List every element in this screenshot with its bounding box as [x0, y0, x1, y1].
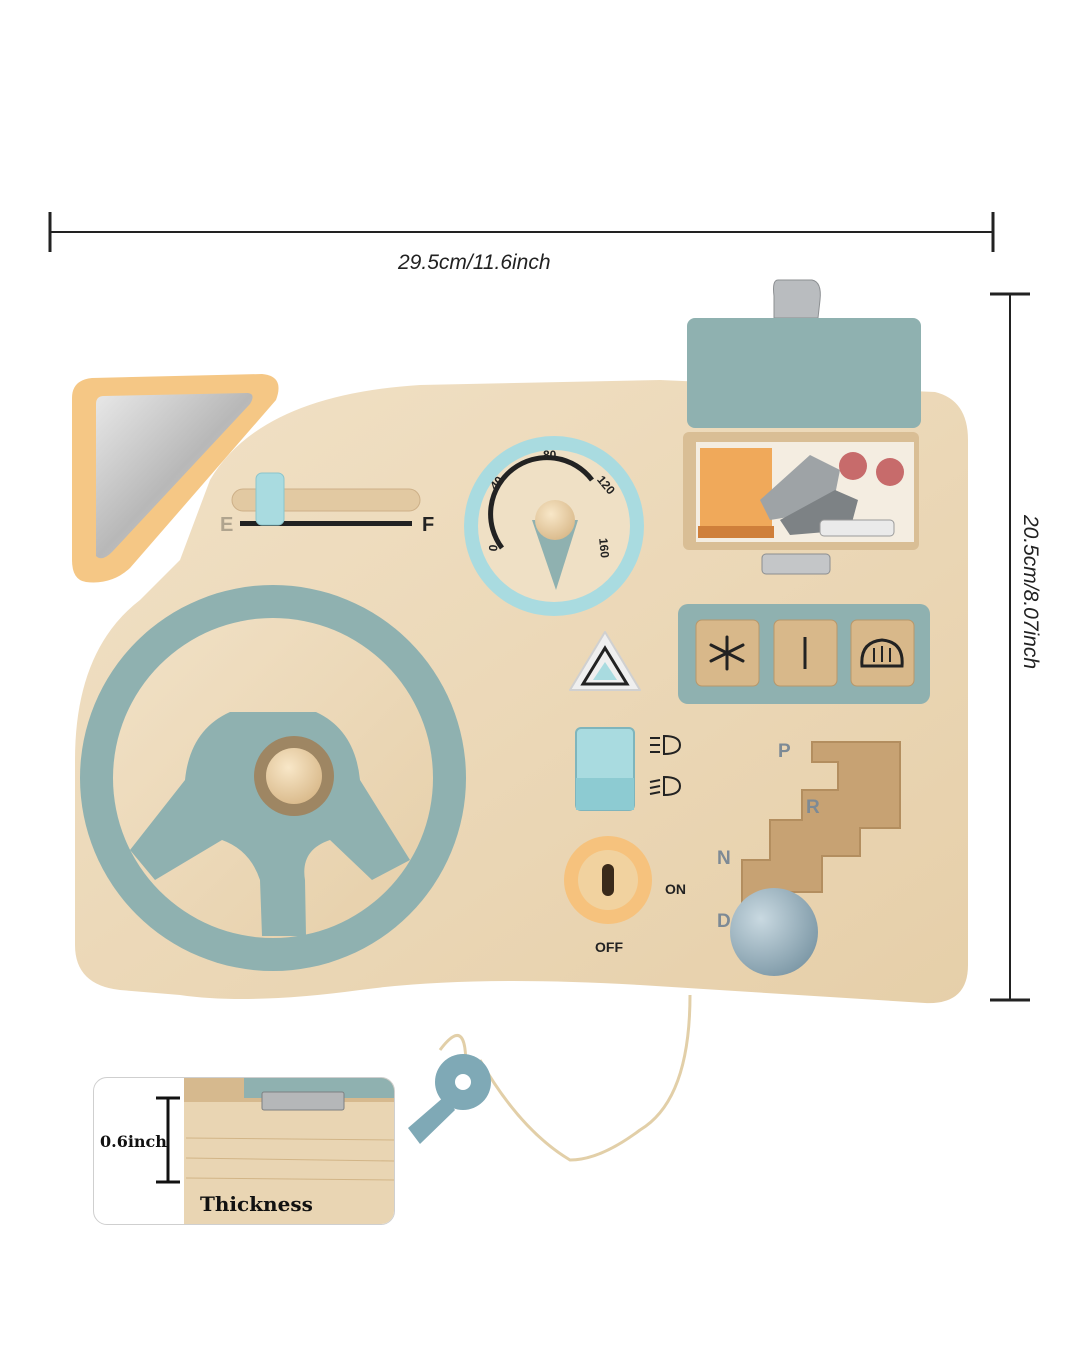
gear-d-label: D — [717, 911, 731, 932]
ignition-off-label: OFF — [595, 939, 623, 955]
speed-tick-0: 0 — [486, 544, 501, 552]
width-dimension-label: 29.5cm/11.6inch — [398, 251, 551, 274]
gear-p-label: P — [778, 741, 791, 762]
steering-wheel[interactable] — [80, 585, 466, 971]
fuel-empty-label: E — [220, 514, 234, 536]
hazard-icon[interactable] — [569, 631, 641, 691]
gear-shift-slot[interactable] — [730, 741, 901, 976]
glovebox[interactable] — [683, 279, 921, 575]
mirror[interactable] — [72, 374, 279, 583]
headlight-switch[interactable] — [575, 727, 635, 811]
thickness-title-label: Thickness — [200, 1192, 313, 1216]
low-beam-icon — [649, 775, 682, 797]
snowflake-icon[interactable] — [709, 635, 745, 671]
thickness-inset — [93, 1077, 395, 1225]
speed-tick-80: 80 — [543, 448, 557, 462]
thickness-value-label: 0.6inch — [100, 1132, 167, 1151]
rear-defrost-icon[interactable] — [860, 638, 904, 668]
ignition-on-label: ON — [665, 881, 686, 897]
fuel-full-label: F — [422, 514, 435, 536]
speed-tick-160: 160 — [596, 537, 612, 559]
fuel-gauge[interactable] — [231, 472, 421, 526]
high-beam-icon — [650, 734, 682, 756]
gear-n-label: N — [717, 848, 731, 869]
speedometer[interactable] — [464, 436, 644, 616]
car-key[interactable] — [408, 994, 692, 1162]
thickness-photo — [156, 1078, 394, 1224]
ignition-lock[interactable] — [564, 836, 652, 924]
gear-r-label: R — [806, 797, 820, 818]
